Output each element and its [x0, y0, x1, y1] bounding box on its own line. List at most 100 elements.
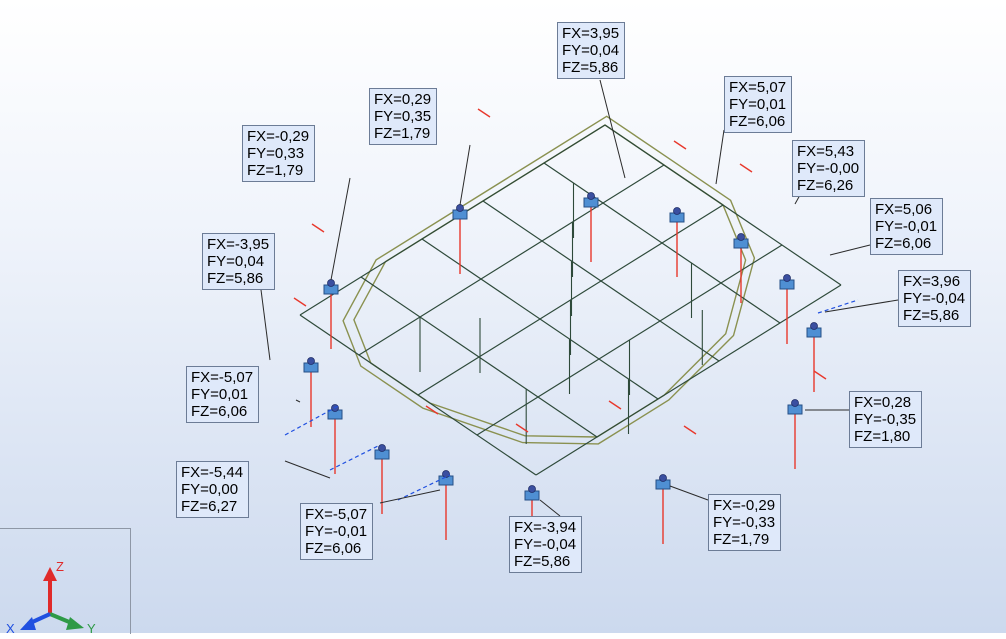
reaction-label-6: FX=5,06 FY=-0,01 FZ=6,06: [870, 198, 944, 255]
fx-value: FX=-3,94: [514, 519, 577, 536]
axis-triad: Z Y X: [6, 559, 96, 636]
leader-line: [284, 460, 331, 479]
leader-line: [539, 499, 561, 517]
fz-value: FZ=1,79: [374, 125, 431, 142]
fz-value: FZ=5,86: [514, 553, 571, 570]
y-axis-label: Y: [87, 621, 96, 634]
y-axis-arrowhead: [66, 617, 84, 630]
fy-value: FY=-0,04: [903, 290, 966, 307]
x-axis-arrowhead: [20, 617, 36, 630]
fx-value: FX=5,06: [875, 201, 933, 218]
fx-value: FX=-0,29: [247, 128, 310, 145]
fy-value: FY=-0,33: [713, 514, 776, 531]
support-node: [587, 192, 595, 200]
fz-value: FZ=1,79: [713, 531, 770, 548]
support-node: [673, 207, 681, 215]
fy-value: FY=0,04: [207, 253, 265, 270]
tie-line: [817, 299, 859, 314]
reaction-label-3: FX=0,29 FY=0,35 FZ=1,79: [369, 88, 438, 145]
fz-value: FZ=1,79: [247, 162, 304, 179]
dimension-tick: [608, 400, 622, 410]
leader-line: [379, 489, 441, 504]
dimension-tick: [425, 405, 439, 415]
axis-triad-panel: Z Y X: [0, 528, 131, 636]
leader-line: [330, 177, 351, 281]
dimension-tick: [683, 425, 697, 435]
fy-value: FY=0,01: [729, 96, 787, 113]
z-axis-label: Z: [56, 559, 64, 574]
dimension-tick: [515, 423, 529, 433]
x-axis-label: X: [6, 621, 15, 634]
fx-value: FX=-5,07: [191, 369, 254, 386]
roof-outline-outer: [342, 115, 756, 445]
dimension-tick: [477, 108, 491, 118]
reaction-label-12: FX=-5,07 FY=-0,01 FZ=6,06: [300, 503, 374, 560]
fx-value: FX=5,07: [729, 79, 787, 96]
fz-value: FZ=6,06: [729, 113, 786, 130]
reaction-label-1: FX=3,95 FY=0,04 FZ=5,86: [557, 22, 626, 79]
support-node: [307, 357, 315, 365]
fx-value: FX=-3,95: [207, 236, 270, 253]
fx-value: FX=3,95: [562, 25, 620, 42]
z-axis-arrowhead: [43, 567, 57, 581]
reaction-label-2: FX=5,07 FY=0,01 FZ=6,06: [724, 76, 793, 133]
reaction-label-11: FX=-5,44 FY=0,00 FZ=6,27: [176, 461, 250, 518]
reaction-label-13: FX=-3,94 FY=-0,04 FZ=5,86: [509, 516, 583, 573]
support-node: [327, 279, 335, 287]
reaction-label-8: FX=3,96 FY=-0,04 FZ=5,86: [898, 270, 972, 327]
fx-value: FX=-5,07: [305, 506, 368, 523]
fz-value: FZ=1,80: [854, 428, 911, 445]
reaction-label-10: FX=0,28 FY=-0,35 FZ=1,80: [849, 391, 923, 448]
fx-value: FX=0,28: [854, 394, 912, 411]
fz-value: FZ=6,06: [305, 540, 362, 557]
fz-value: FZ=6,26: [797, 177, 854, 194]
fy-value: FY=-0,01: [875, 218, 938, 235]
leader-line: [715, 129, 725, 185]
leader-line: [599, 79, 626, 179]
dimension-tick: [293, 297, 307, 307]
fy-value: FY=0,04: [562, 42, 620, 59]
fy-value: FY=0,35: [374, 108, 432, 125]
fy-value: FY=-0,04: [514, 536, 577, 553]
fz-value: FZ=5,86: [903, 307, 960, 324]
fy-value: FY=-0,35: [854, 411, 917, 428]
fz-value: FZ=6,06: [191, 403, 248, 420]
beam-line: [299, 124, 606, 316]
reaction-label-4: FX=-0,29 FY=0,33 FZ=1,79: [242, 125, 316, 182]
dimension-tick: [673, 140, 687, 150]
tie-line: [329, 444, 381, 471]
leader-line: [295, 399, 301, 403]
fx-value: FX=0,29: [374, 91, 432, 108]
support-node: [737, 233, 745, 241]
support-node: [791, 399, 799, 407]
fx-value: FX=-5,44: [181, 464, 244, 481]
dimension-tick: [739, 163, 753, 173]
beam-line: [535, 284, 842, 476]
leader-line: [459, 144, 471, 206]
beam-line: [358, 164, 665, 356]
support-node: [528, 485, 536, 493]
dimension-tick: [311, 223, 325, 233]
leader-line: [824, 299, 899, 313]
support-node: [378, 444, 386, 452]
support-node: [456, 204, 464, 212]
leader-line: [829, 244, 871, 256]
reaction-label-7: FX=-3,95 FY=0,04 FZ=5,86: [202, 233, 276, 290]
support-node: [442, 470, 450, 478]
fx-value: FX=3,96: [903, 273, 961, 290]
dimension-tick: [813, 370, 827, 380]
fy-value: FY=0,33: [247, 145, 305, 162]
fz-value: FZ=5,86: [562, 59, 619, 76]
fy-value: FY=0,00: [181, 481, 239, 498]
leader-line: [669, 485, 709, 501]
leader-line: [259, 281, 271, 361]
tie-line: [284, 404, 341, 436]
fz-value: FZ=6,27: [181, 498, 238, 515]
reaction-label-14: FX=-0,29 FY=-0,33 FZ=1,79: [708, 494, 782, 551]
reaction-label-9: FX=-5,07 FY=0,01 FZ=6,06: [186, 366, 260, 423]
fx-value: FX=5,43: [797, 143, 855, 160]
reaction-label-5: FX=5,43 FY=-0,00 FZ=6,26: [792, 140, 866, 197]
tie-line: [397, 474, 451, 501]
